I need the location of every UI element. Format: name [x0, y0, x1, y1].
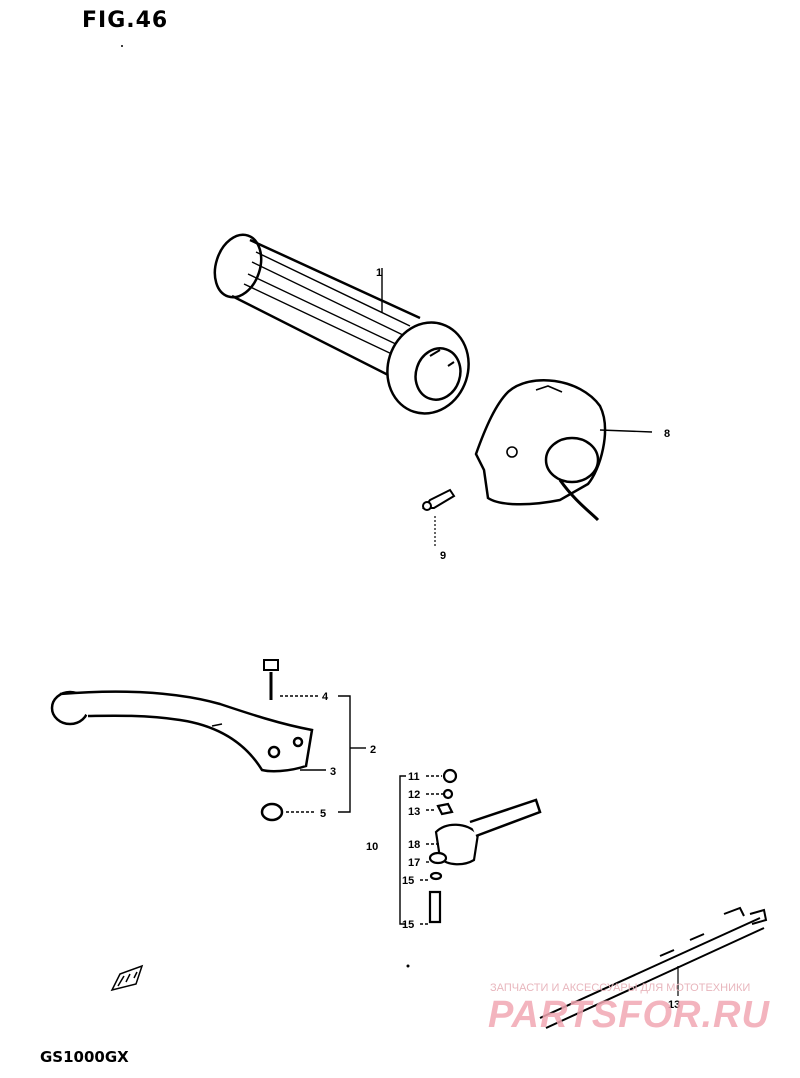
bracket-callout: 18: [408, 839, 420, 851]
speck-mark: [406, 964, 410, 968]
holder-assy-bracket: [399, 775, 444, 925]
screw-long-callout: 15: [402, 875, 414, 887]
clutch-lever: [50, 690, 314, 773]
holder-assy-callout: 10: [366, 841, 378, 853]
handlebar-grip: [213, 233, 470, 415]
clutch-cable: [539, 906, 768, 1029]
switch-screw: [422, 488, 456, 511]
switch-housing: [474, 379, 607, 522]
figure-title: FIG.46: [82, 8, 169, 33]
adjuster-nut-callout: 13: [408, 806, 420, 818]
switch-housing-callout: 8: [664, 428, 670, 440]
lever-bolt-callout: 4: [322, 691, 329, 703]
switch-housing-leader: [599, 429, 653, 433]
lever-set-bracket: [280, 695, 366, 813]
grip-callout: 1: [376, 267, 382, 279]
lever-set-callout: 2: [370, 744, 376, 756]
watermark-brand: PARTSFOR.RU: [488, 994, 770, 1036]
adjuster-callout: 12: [408, 789, 420, 801]
model-code: GS1000GX: [40, 1048, 129, 1066]
lever-nut-top: [263, 659, 279, 700]
cap-callout: 11: [408, 771, 420, 783]
washer-callout: 17: [408, 857, 420, 869]
lever-pivot-callout: 3: [330, 766, 336, 778]
front-direction-marker: [110, 964, 144, 992]
lever-holder-assy: [428, 768, 542, 924]
speck-mark: [121, 45, 123, 47]
screw-short-callout: 15: [402, 919, 414, 931]
watermark-caption: ЗАПЧАСТИ И АКСЕССУАРЫ ДЛЯ МОТОТЕХНИКИ: [490, 982, 751, 994]
lever-nut-callout: 5: [320, 808, 326, 820]
lever-nut-bottom: [260, 802, 284, 822]
cable-callout: 13: [668, 999, 680, 1011]
switch-screw-callout: 9: [440, 550, 446, 562]
